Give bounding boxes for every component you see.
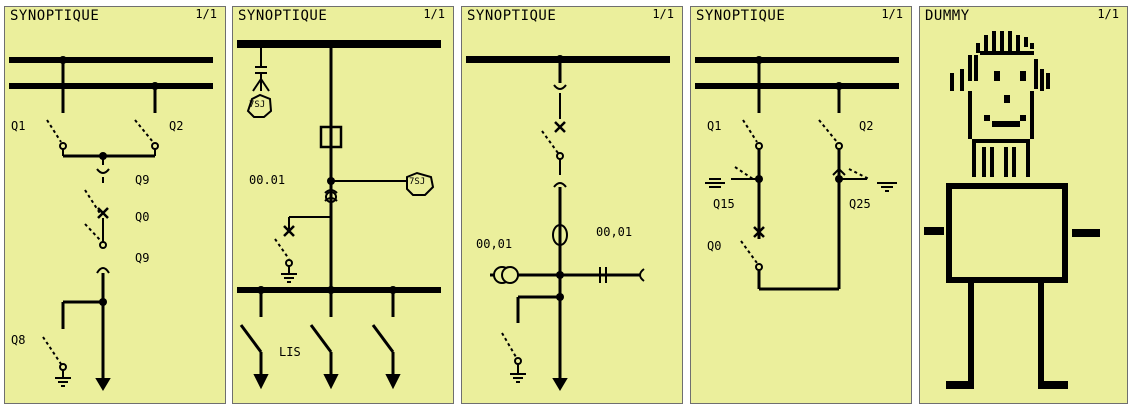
feeder-arrow-icon xyxy=(95,378,111,391)
earthing-switch[interactable] xyxy=(274,238,297,283)
panel-title: SYNOPTIQUE xyxy=(10,8,100,24)
single-line-diagram xyxy=(466,55,670,391)
label-q1: Q1 xyxy=(11,119,26,133)
relay-label-right: 7SJ xyxy=(409,177,426,187)
breaker-box[interactable] xyxy=(319,125,343,149)
label-q1: Q1 xyxy=(707,119,722,133)
body-icon xyxy=(946,183,1068,283)
dummy-panel: DUMMY 1/1 xyxy=(919,6,1128,404)
synoptic-panel-2: SYNOPTIQUE 1/1 xyxy=(232,6,454,404)
busbar-1 xyxy=(695,57,899,63)
legs-icon xyxy=(946,283,1068,389)
panel-title: SYNOPTIQUE xyxy=(467,8,557,24)
label-q9a: Q9 xyxy=(135,173,150,187)
truck-contact-icon xyxy=(96,168,110,174)
disconnector-q1[interactable] xyxy=(742,119,763,150)
voltage-transformer-left[interactable] xyxy=(493,266,519,284)
breaker-q0[interactable] xyxy=(84,189,109,219)
relay-7sj-right[interactable] xyxy=(406,171,435,196)
truck-contact-icon xyxy=(553,84,567,90)
panel-title: SYNOPTIQUE xyxy=(238,8,328,24)
relay-label-top: 7SJ xyxy=(249,100,266,110)
earthing-switch-q8[interactable] xyxy=(42,336,71,387)
feeder-switch-1[interactable] xyxy=(239,324,269,390)
robot-figure xyxy=(924,31,1100,389)
page-indicator: 1/1 xyxy=(1097,7,1119,21)
head-icon xyxy=(950,51,1050,143)
panel-title: SYNOPTIQUE xyxy=(696,8,786,24)
label-lis: LIS xyxy=(279,345,301,359)
label-q25: Q25 xyxy=(849,197,871,211)
capacitor-right[interactable] xyxy=(599,267,607,283)
feeder-switch-2[interactable] xyxy=(309,324,339,390)
page-indicator: 1/1 xyxy=(423,7,445,21)
busbar-2 xyxy=(9,83,213,89)
panel-title: DUMMY xyxy=(925,8,970,24)
value-left: 00,01 xyxy=(476,237,513,251)
label-q2: Q2 xyxy=(169,119,184,133)
disconnector-q9b[interactable] xyxy=(84,223,107,249)
single-line-diagram xyxy=(695,56,899,291)
synoptic-panel-3: SYNOPTIQUE 1/1 xyxy=(461,6,683,404)
value-label: 00.01 xyxy=(249,173,286,187)
label-q0: Q0 xyxy=(707,239,722,253)
plug-icon xyxy=(639,268,645,282)
synoptic-panel-4: SYNOPTIQUE 1/1 xyxy=(690,6,912,404)
value-right: 00,01 xyxy=(596,225,633,239)
disconnector-q2[interactable] xyxy=(134,119,159,150)
synoptic-panel-1: SYNOPTIQUE 1/1 xyxy=(4,6,226,404)
left-arm-icon xyxy=(924,227,944,235)
label-q2: Q2 xyxy=(859,119,874,133)
capacitor-icon xyxy=(255,66,267,74)
disconnector-q1[interactable] xyxy=(46,119,67,150)
page-indicator: 1/1 xyxy=(195,7,217,21)
single-line-diagram xyxy=(237,40,441,390)
truck-contact-icon xyxy=(553,182,567,188)
hair-icon xyxy=(976,31,1034,53)
single-line-diagram xyxy=(9,56,213,391)
right-arm-icon xyxy=(1072,229,1100,237)
busbar-1 xyxy=(9,57,213,63)
disconnector[interactable] xyxy=(541,130,564,160)
earthing-switch-q15[interactable] xyxy=(705,166,759,188)
label-q0: Q0 xyxy=(135,210,150,224)
label-q9b: Q9 xyxy=(135,251,150,265)
busbar-bottom xyxy=(237,287,441,293)
busbar xyxy=(466,56,670,63)
earthing-switch-q25[interactable] xyxy=(832,167,897,192)
breaker-icon xyxy=(554,121,566,133)
relay-7sj-top[interactable] xyxy=(246,93,273,118)
busbar xyxy=(237,40,441,48)
earthing-switch[interactable] xyxy=(501,332,526,383)
page-indicator: 1/1 xyxy=(652,7,674,21)
breaker-q0[interactable] xyxy=(740,240,763,271)
neck-icon xyxy=(972,143,1030,177)
disconnector-q2[interactable] xyxy=(818,119,843,150)
breaker-icon xyxy=(753,226,765,238)
label-q8: Q8 xyxy=(11,333,26,347)
busbar-2 xyxy=(695,83,899,89)
truck-contact-icon xyxy=(96,267,110,274)
page-indicator: 1/1 xyxy=(881,7,903,21)
current-transformer-icon xyxy=(552,224,568,246)
feeder-switch-3[interactable] xyxy=(371,324,401,390)
label-q15: Q15 xyxy=(713,197,735,211)
feeder-arrow-icon xyxy=(552,378,568,391)
